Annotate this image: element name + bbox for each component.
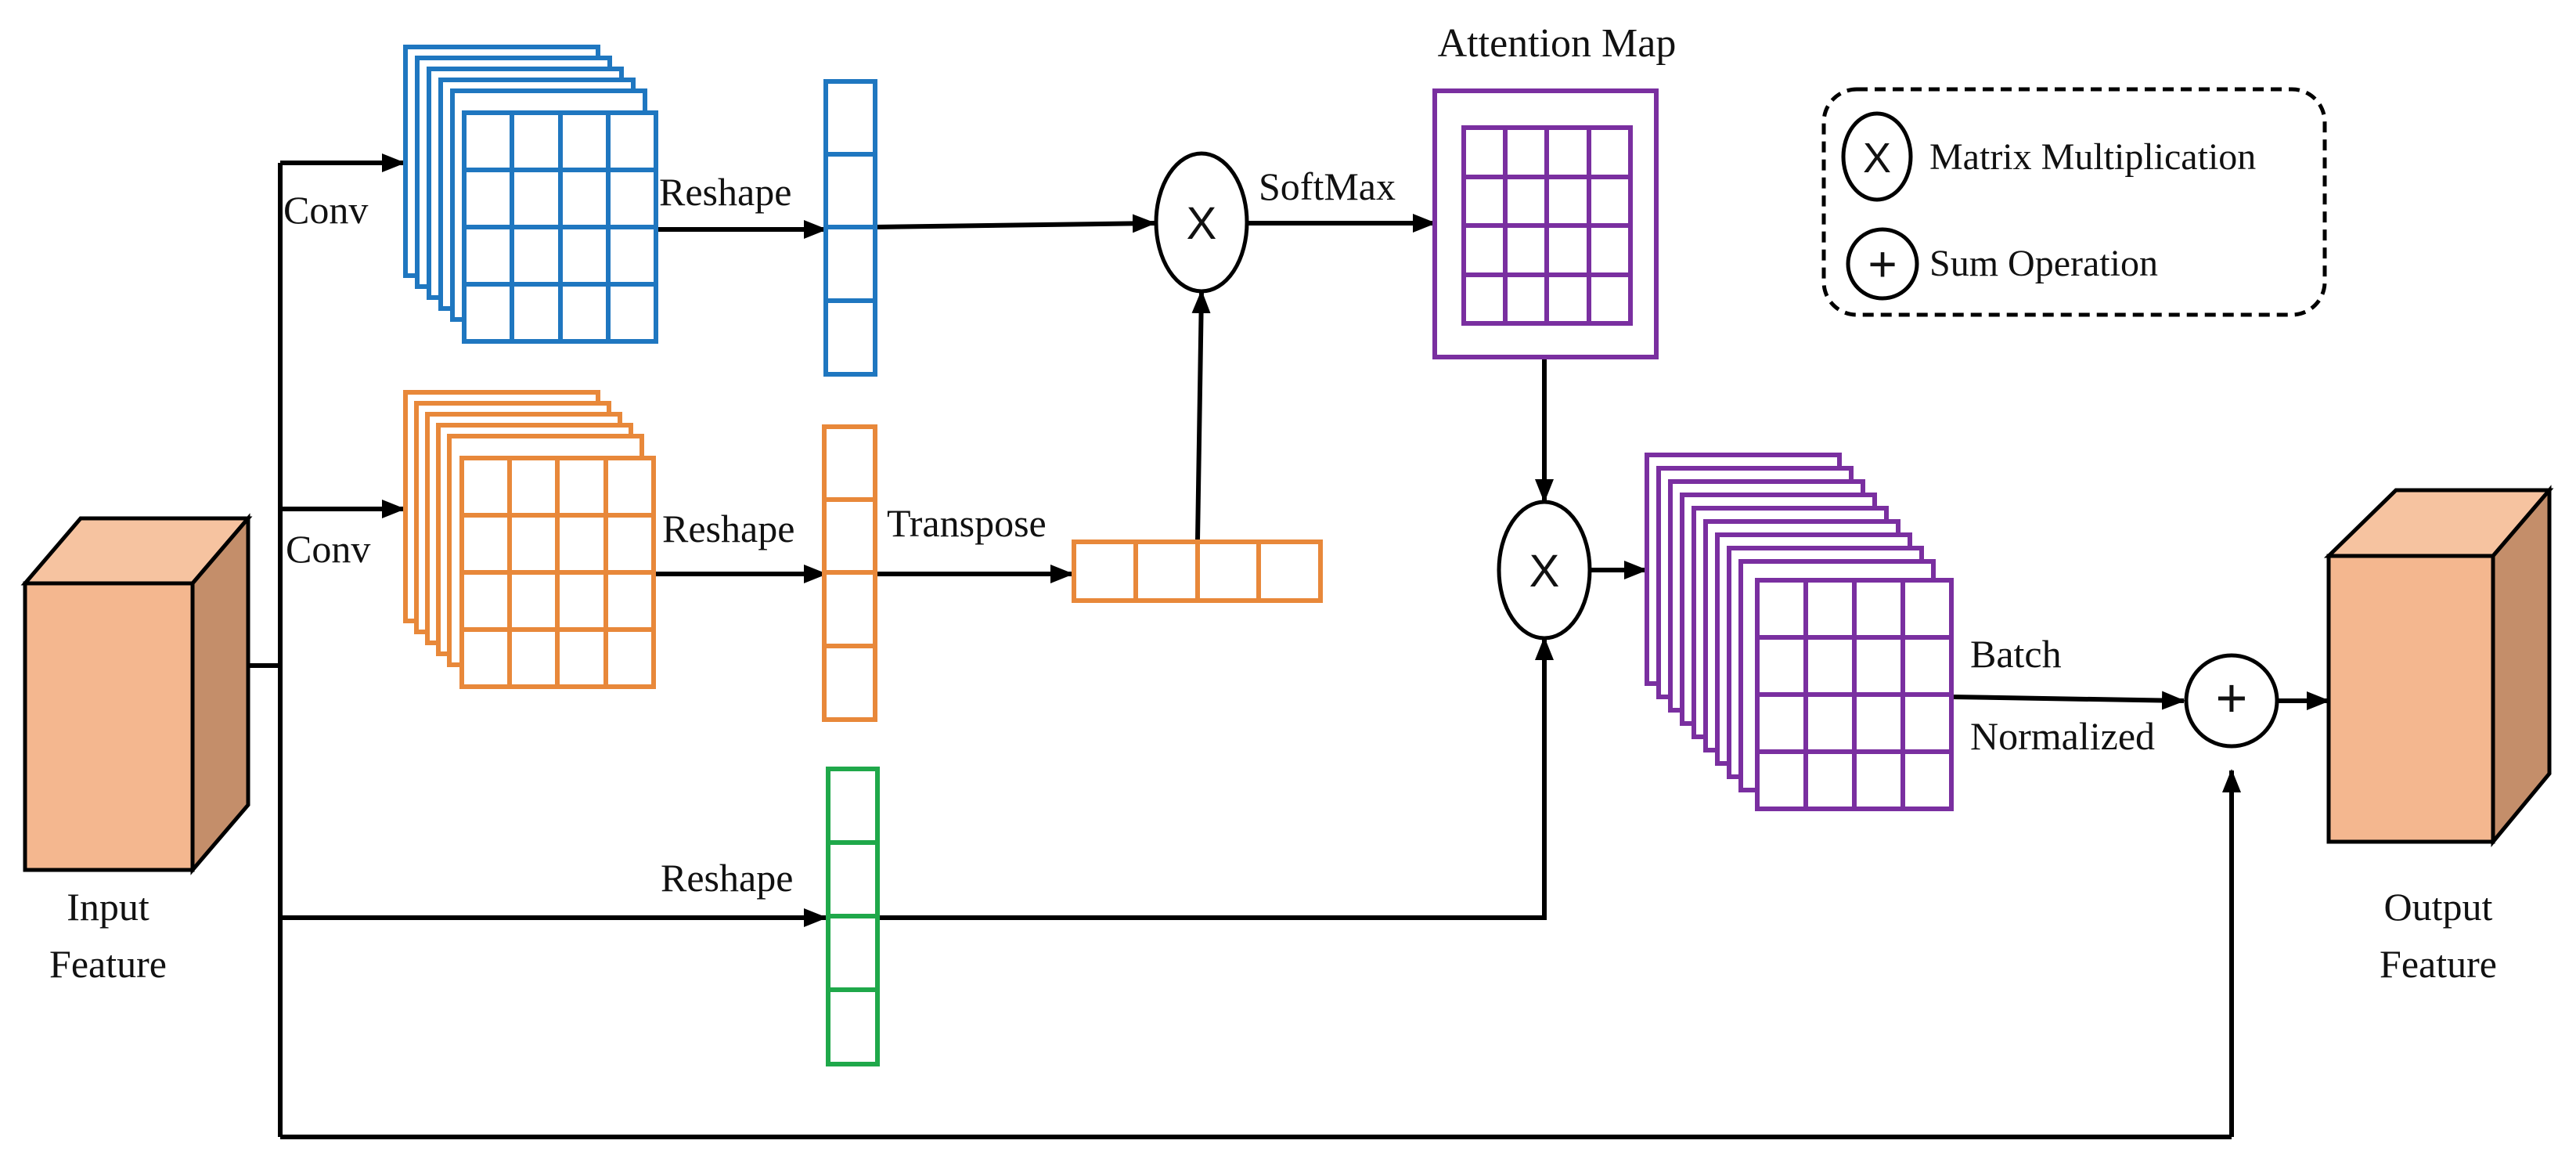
value-to-mult-arrow: [875, 637, 1554, 920]
key-vector-orange: [822, 424, 877, 722]
key-transposed-vector-orange: [1072, 540, 1323, 603]
normalized-label: Normalized: [1970, 714, 2155, 758]
input-cube-front: [23, 581, 195, 872]
matrix-multiplication-operator-top: X: [1154, 151, 1249, 294]
output-feature-label-line2: Feature: [2380, 942, 2497, 986]
multiply-symbol-top: X: [1187, 198, 1217, 249]
reshape-mid-label: Reshape: [662, 507, 794, 550]
sum-operation-icon: +: [1846, 227, 1919, 301]
connectors: [248, 153, 2330, 1139]
conv-feature-stack-orange: [403, 390, 656, 689]
legend-multiply-symbol: X: [1863, 135, 1891, 182]
conv-feature-stack-blue: [403, 45, 658, 344]
legend-sum-symbol: +: [1868, 236, 1897, 292]
value-vector-green: [826, 767, 880, 1066]
conv-top-label: Conv: [283, 188, 368, 232]
softmax-label: SoftMax: [1259, 164, 1396, 208]
reshape-bottom-label: Reshape: [661, 856, 793, 900]
output-feature-stack-purple: [1645, 453, 1954, 811]
query-to-mult-arrow: [874, 214, 1156, 233]
query-vector-blue: [823, 79, 877, 377]
reshape-top-label: Reshape: [659, 170, 791, 214]
input-feature-label-line1: Input: [67, 885, 150, 929]
sum-operator: +: [2184, 653, 2279, 749]
batch-label: Batch: [1970, 632, 2062, 676]
output-feature-label-line1: Output: [2384, 885, 2493, 929]
output-feature-cube: [2323, 485, 2554, 847]
output-cube-front: [2326, 554, 2495, 844]
matrix-multiplication-operator-mid: X: [1497, 500, 1592, 641]
input-feature-label-line2: Feature: [49, 942, 167, 986]
multiply-symbol-mid: X: [1529, 546, 1560, 597]
sum-symbol: +: [2216, 667, 2248, 728]
input-cube-side: [190, 513, 250, 875]
matrix-multiplication-icon: X: [1841, 111, 1913, 202]
attention-map-grid: [1432, 88, 1659, 359]
legend: X Matrix Multiplication + Sum Operation: [1821, 87, 2327, 317]
input-feature-cube: [20, 513, 253, 875]
conv-mid-label: Conv: [286, 527, 370, 571]
transpose-label: Transpose: [887, 501, 1047, 545]
legend-matrix-multiplication-label: Matrix Multiplication: [1929, 136, 2256, 178]
legend-box: [1821, 87, 2327, 317]
attention-map-title: Attention Map: [1438, 21, 1677, 66]
key-to-mult-arrow: [1191, 290, 1211, 541]
legend-sum-operation-label: Sum Operation: [1929, 243, 2158, 284]
batch-normalized-arrow: [1951, 691, 2185, 710]
